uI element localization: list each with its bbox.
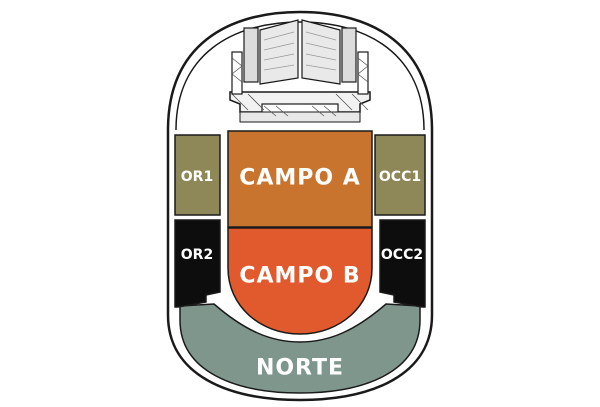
stage-right-speaker (341, 27, 357, 83)
stage-left-screen (259, 19, 299, 85)
section-or2[interactable] (174, 219, 221, 308)
stage-left-tower (231, 51, 243, 95)
section-occ1-label: OCC1 (379, 169, 421, 185)
stage-right-tower (357, 51, 369, 95)
section-or1[interactable] (174, 134, 221, 216)
stage-truss-lattice (231, 93, 369, 117)
inner-oval-line (175, 21, 425, 131)
section-campo-a-label: CAMPO A (239, 166, 361, 191)
stage-tower-lattice (231, 57, 369, 83)
stage-apron (239, 111, 361, 123)
section-norte[interactable] (179, 303, 421, 394)
stage-screen-lines (263, 31, 337, 71)
section-occ2[interactable] (379, 219, 426, 308)
section-occ2-label: OCC2 (381, 247, 423, 263)
section-campo-b-label: CAMPO B (239, 264, 360, 289)
stage[interactable] (229, 19, 371, 123)
section-or2-label: OR2 (181, 247, 213, 263)
stage-left-speaker (243, 27, 259, 83)
section-campo-a[interactable] (227, 130, 373, 228)
section-norte-label: NORTE (256, 356, 344, 381)
section-or1-label: OR1 (181, 169, 213, 185)
section-campo-b[interactable] (227, 227, 373, 335)
stage-right-screen (301, 19, 341, 85)
section-occ1[interactable] (374, 134, 426, 216)
